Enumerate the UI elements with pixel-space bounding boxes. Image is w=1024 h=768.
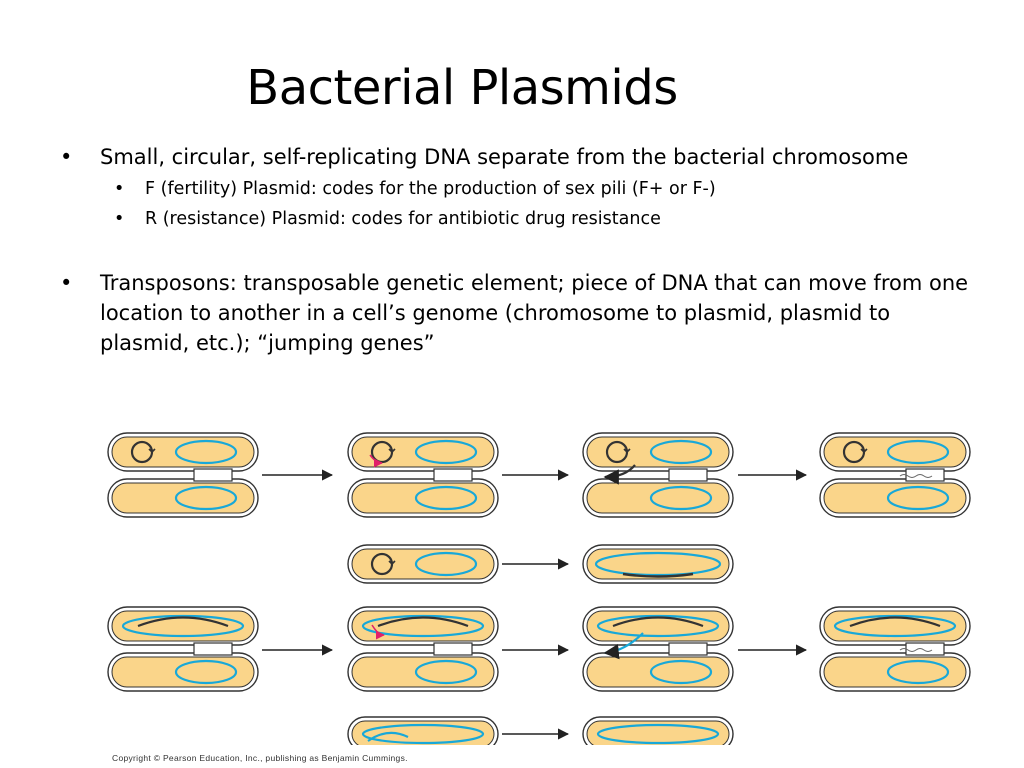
cell-body: [823, 436, 967, 468]
cell-body: [111, 482, 255, 514]
subbullet-r-plasmid: • R (resistance) Plasmid: codes for anti…: [58, 206, 978, 232]
cell-body: [823, 482, 967, 514]
chromosome: [596, 723, 720, 745]
plasmid-dna-segment: [849, 616, 941, 628]
chromosome: [649, 485, 713, 511]
cell-pair: [582, 606, 734, 692]
bullet-text: R (resistance) Plasmid: codes for antibi…: [145, 209, 661, 229]
chromosome: [414, 439, 478, 465]
bullet-list: • Small, circular, self-replicating DNA …: [58, 142, 978, 358]
cell-body: [586, 482, 730, 514]
pilus-detach: [899, 474, 933, 478]
chromosome: [414, 659, 478, 685]
conjugation-bridge: [668, 642, 708, 656]
chromosome: [596, 614, 720, 638]
chromosome: [886, 439, 950, 465]
conjugation-bridge: [668, 468, 708, 482]
transferred-dna: [603, 464, 636, 485]
cell-pair: [582, 432, 734, 518]
bullet-plasmid-definition: • Small, circular, self-replicating DNA …: [58, 142, 978, 172]
chromosome: [886, 659, 950, 685]
chromosome: [361, 614, 485, 638]
single-cell: [582, 716, 734, 745]
single-cell: [347, 716, 499, 745]
cell-body: [586, 548, 730, 580]
chromosome: [594, 551, 722, 577]
cell-body: [823, 656, 967, 688]
conjugation-bridge: [905, 468, 945, 482]
plasmid-dna-segment: [612, 616, 704, 628]
plasmid-arrowhead: [388, 560, 396, 566]
chromosome: [174, 439, 238, 465]
bullet-text: Small, circular, self-replicating DNA se…: [100, 145, 909, 169]
conjugation-bridge: [433, 642, 473, 656]
cell-body: [351, 656, 495, 688]
cell-pair: [819, 606, 971, 692]
bullet-marker: •: [60, 145, 73, 169]
chromosome: [886, 485, 950, 511]
bullet-marker: •: [114, 179, 125, 199]
cell-body: [111, 436, 255, 468]
plasmid-dna-segment: [137, 616, 229, 628]
cell-pair: [347, 606, 499, 692]
chromosome: [174, 485, 238, 511]
cell-body: [351, 482, 495, 514]
chromosome: [649, 659, 713, 685]
replication-arrow: [371, 624, 385, 640]
transferred-chromosome: [603, 632, 644, 660]
cell-pair: [107, 606, 259, 692]
chromosome: [414, 551, 478, 577]
chromosome: [121, 614, 245, 638]
cell-pair: [107, 432, 259, 518]
bullet-marker: •: [114, 209, 125, 229]
plasmid-arrowhead: [623, 448, 631, 454]
plasmid-arrowhead: [148, 448, 156, 454]
conjugation-bridge: [433, 468, 473, 482]
conjugation-bridge: [193, 468, 233, 482]
pilus-detach: [899, 648, 933, 652]
chromosome: [414, 485, 478, 511]
cell-body: [351, 548, 495, 580]
cell-pair: [819, 432, 971, 518]
plasmid-dna-segment: [377, 616, 469, 628]
integrated-plasmid: [622, 572, 694, 578]
subbullet-f-plasmid: • F (fertility) Plasmid: codes for the p…: [58, 176, 978, 202]
plasmid-arrowhead: [860, 448, 868, 454]
chromosome: [649, 439, 713, 465]
cell-body: [586, 656, 730, 688]
slide-title: Bacterial Plasmids: [246, 60, 678, 116]
cell-pair: [347, 432, 499, 518]
replication-arrow: [369, 454, 383, 468]
conjugation-bridge: [193, 642, 233, 656]
single-cell: [582, 544, 734, 584]
bullet-text: Transposons: transposable genetic elemen…: [100, 271, 969, 355]
bullet-text: F (fertility) Plasmid: codes for the pro…: [145, 179, 716, 199]
copyright-notice: Copyright © Pearson Education, Inc., pub…: [112, 753, 408, 763]
plasmid-conjugation-diagram: [107, 432, 971, 745]
cell-body: [111, 656, 255, 688]
conjugation-bridge: [905, 642, 945, 656]
plasmid-arrowhead: [388, 448, 396, 454]
chromosome: [174, 659, 238, 685]
chromosome: [361, 723, 485, 745]
cell-body: [586, 436, 730, 468]
chromosome: [833, 614, 957, 638]
recombining-dna: [367, 731, 409, 742]
bullet-transposons: • Transposons: transposable genetic elem…: [58, 268, 978, 358]
single-cell: [347, 544, 499, 584]
bullet-marker: •: [60, 271, 73, 295]
cell-body: [351, 436, 495, 468]
